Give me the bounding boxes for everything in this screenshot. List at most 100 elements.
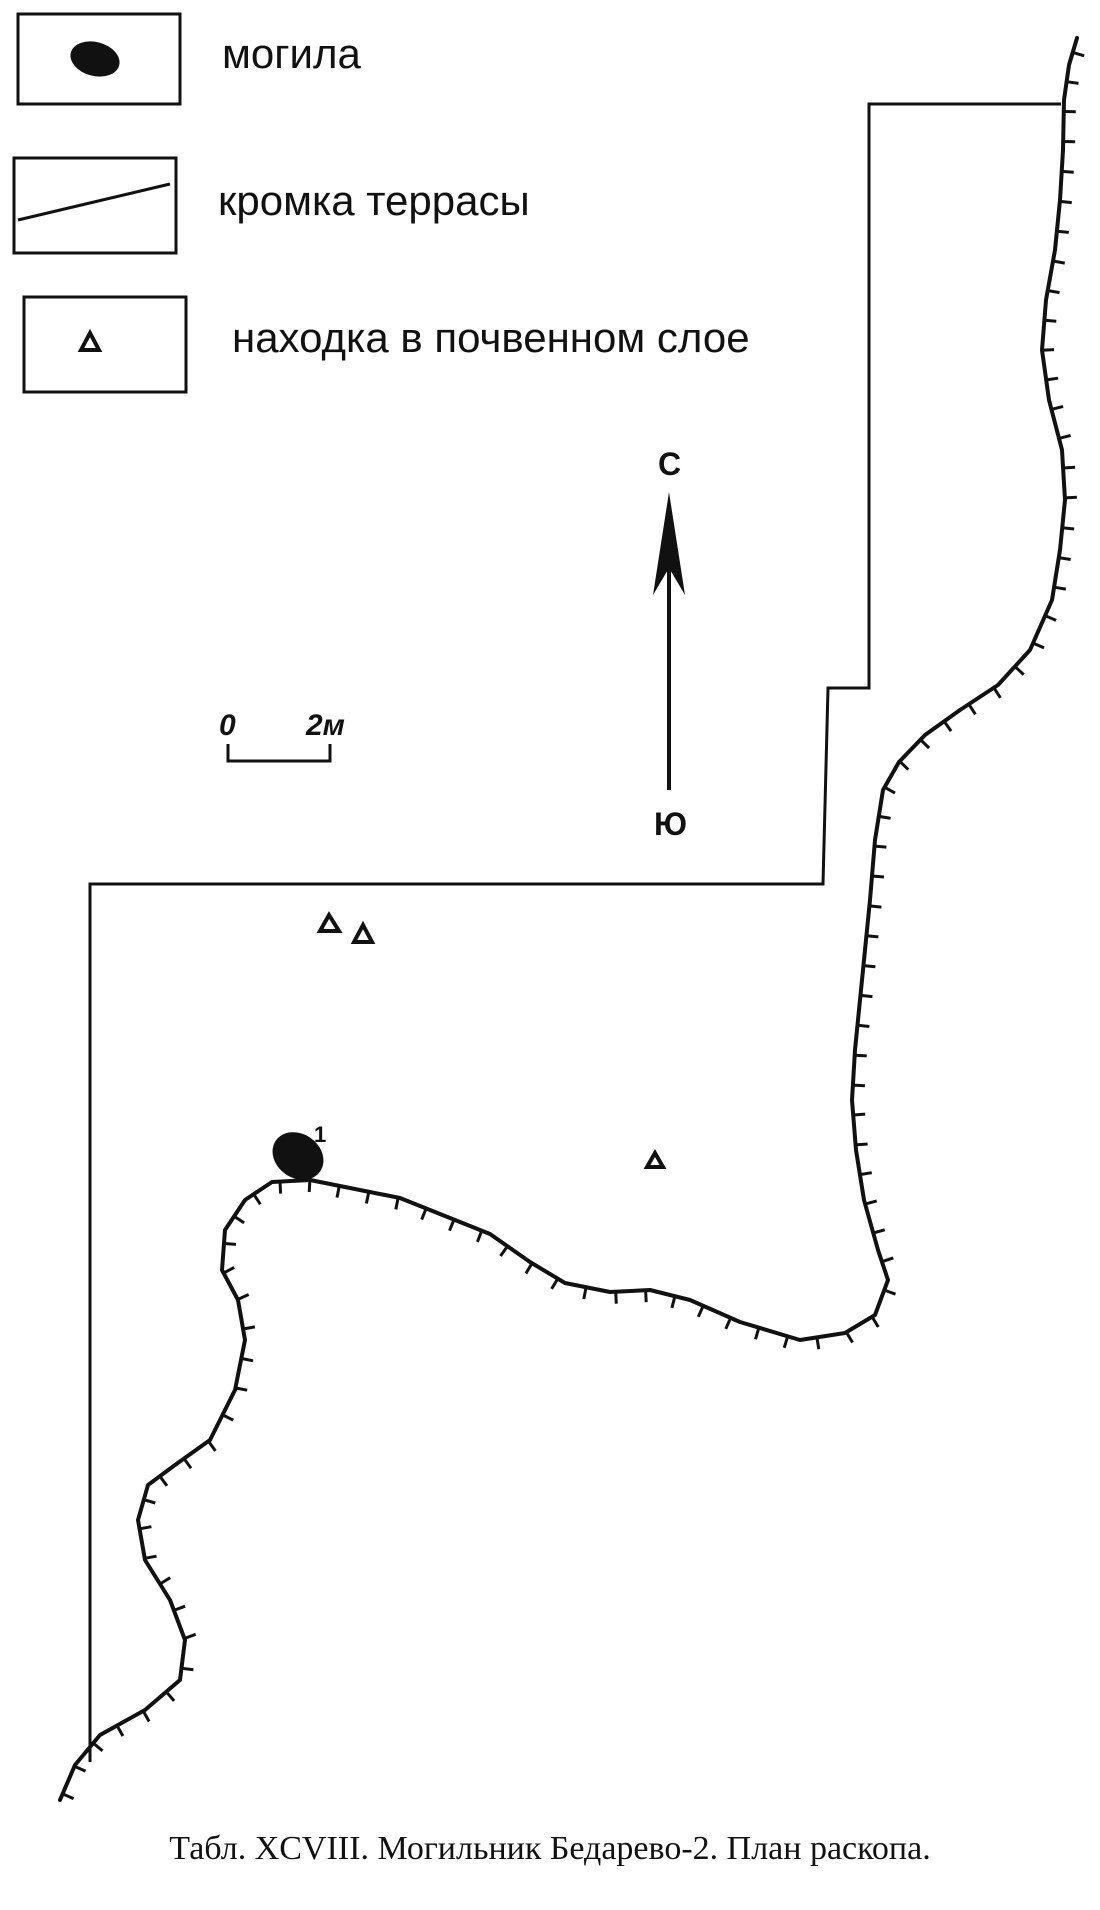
terrace-edge-tick <box>855 1142 868 1147</box>
terrace-edge-tick <box>992 686 1002 699</box>
terrace-edge-tick <box>476 1230 484 1243</box>
terrace-edge-tick <box>852 1083 865 1088</box>
terrace-edge-tick <box>335 1185 341 1198</box>
terrace-edge-tick <box>1064 495 1077 500</box>
terrace-edge-tick <box>242 1325 256 1331</box>
terrace-edge-tick <box>159 1576 171 1586</box>
terrace-edge-tick <box>144 1554 157 1560</box>
terrace-edge-tick <box>874 844 887 849</box>
terrace-edge-tick <box>871 874 885 879</box>
terrace-edge-tick <box>307 1179 312 1193</box>
compass-north-label: С <box>658 446 681 482</box>
terrace-edge-tick <box>881 1256 894 1264</box>
terrace-edge-tick <box>860 993 873 999</box>
terrace-edge-tick <box>233 1215 245 1225</box>
scale-bar: 0 2м <box>219 709 345 763</box>
compass-arrow-icon <box>653 492 685 595</box>
grave-symbol-icon <box>70 41 120 77</box>
terrace-edge-tick <box>853 1112 866 1117</box>
terrace-edge-tick <box>724 1317 732 1330</box>
terrace-edge-tick <box>1051 404 1064 411</box>
terrace-edge-tick <box>967 703 977 716</box>
legend: могила кромка террасы находка в почвенно… <box>12 12 750 394</box>
terrace-edge-tick <box>1066 80 1079 85</box>
scale-label-end: 2м <box>305 709 345 742</box>
terrace-edge-tick <box>183 1632 197 1640</box>
terrace-edge-tick <box>139 1525 152 1531</box>
terrace-edge-tick <box>864 1199 878 1206</box>
terrace-edge-tick <box>165 1690 176 1702</box>
terrace-edge-tick <box>898 760 910 771</box>
legend-box-grave <box>16 12 182 106</box>
terrace-edge-tick <box>524 1262 534 1275</box>
terrace-edge-tick <box>582 1286 588 1300</box>
terrace-edge-tick <box>1045 376 1059 382</box>
terrace-edge-tick <box>883 785 896 795</box>
legend-item-terrace-edge: кромка террасы <box>12 156 530 255</box>
terrace-edge-tick <box>815 1337 821 1350</box>
excavation-boundary <box>88 102 1061 1762</box>
terrace-edge-tick <box>1013 665 1025 676</box>
terrace-edge-tick <box>942 720 953 732</box>
scale-label-start: 0 <box>219 709 236 742</box>
terrace-edge-tick <box>550 1277 560 1290</box>
terrace-edge-tick <box>1053 585 1067 591</box>
terrace-edge-tick <box>73 1764 87 1773</box>
terrace-edge-tick <box>919 738 931 750</box>
terrace-edge-tick <box>670 1295 677 1309</box>
terrace-edge-tick <box>92 1741 104 1752</box>
scale-bar-line <box>226 744 332 763</box>
terrace-edge-tick <box>1059 199 1072 205</box>
terrace-edge-tick <box>1063 465 1076 470</box>
legend-label-terrace-edge: кромка террасы <box>218 177 530 224</box>
terrace-edge-tick <box>1044 614 1057 622</box>
terrace-edge-tick <box>1058 433 1071 440</box>
terrace-edge-ticks <box>62 50 1085 1800</box>
terrace-edge-tick <box>1058 556 1071 561</box>
find-marker-icon <box>350 920 376 944</box>
terrace-edge-tick <box>1032 641 1045 650</box>
legend-box-terrace-edge <box>12 156 178 255</box>
find-symbol-icon <box>77 328 103 352</box>
terrace-edge-tick <box>1047 289 1060 295</box>
terrace-edge-tick <box>158 1475 169 1487</box>
terrace-edge-tick <box>614 1291 618 1304</box>
terrace-edge-tick <box>394 1197 400 1210</box>
terrace-edge-tick <box>181 1666 194 1672</box>
figure-caption: Табл. XCVIII. Могильник Бедарево-2. План… <box>169 1830 931 1867</box>
find-marker-icon <box>643 1148 667 1169</box>
legend-box-find <box>22 295 188 394</box>
grave-1: 1 <box>272 1122 326 1180</box>
terrace-edge-tick <box>883 1288 897 1296</box>
terrace-edge-tick <box>878 814 891 820</box>
terrace-edge-tick <box>278 1181 283 1194</box>
terrace-edge-tick <box>1041 348 1055 352</box>
legend-item-find: находка в почвенном слое <box>22 295 750 394</box>
grave-number-label: 1 <box>314 1122 326 1147</box>
terrace-edge-tick <box>870 1316 880 1328</box>
terrace-edge-tick <box>221 1413 234 1422</box>
terrace-edge-tick <box>222 1266 235 1275</box>
compass: С Ю <box>653 446 687 842</box>
terrace-edge-tick <box>696 1305 705 1318</box>
terrace-edge-tick <box>499 1245 509 1257</box>
finds <box>316 911 667 1169</box>
terrace-edge-tick <box>1062 526 1075 531</box>
terrace-edge-tick <box>845 1331 854 1344</box>
terrace-edge-tick <box>866 934 879 939</box>
terrace-edge-tick <box>207 1440 217 1452</box>
terrace-edge-tick <box>237 1293 250 1301</box>
compass-south-label: Ю <box>654 806 687 842</box>
terrace-edge-tick <box>857 1023 870 1028</box>
terrace-edge-tick <box>115 1724 125 1737</box>
terrace-edge-tick <box>854 1053 867 1058</box>
terrace-edge-tick <box>62 1792 75 1800</box>
terrace-edge-tick <box>1044 318 1057 323</box>
terrace-edge-tick <box>143 1498 156 1505</box>
terrace-edge-tick <box>173 1604 186 1612</box>
terrace-edge-tick <box>859 1171 873 1177</box>
legend-label-grave: могила <box>222 30 362 77</box>
terrace-edge-tick <box>448 1219 456 1232</box>
terrace-edge-tick <box>182 1457 193 1470</box>
terrace-edge-tick <box>252 1193 262 1206</box>
